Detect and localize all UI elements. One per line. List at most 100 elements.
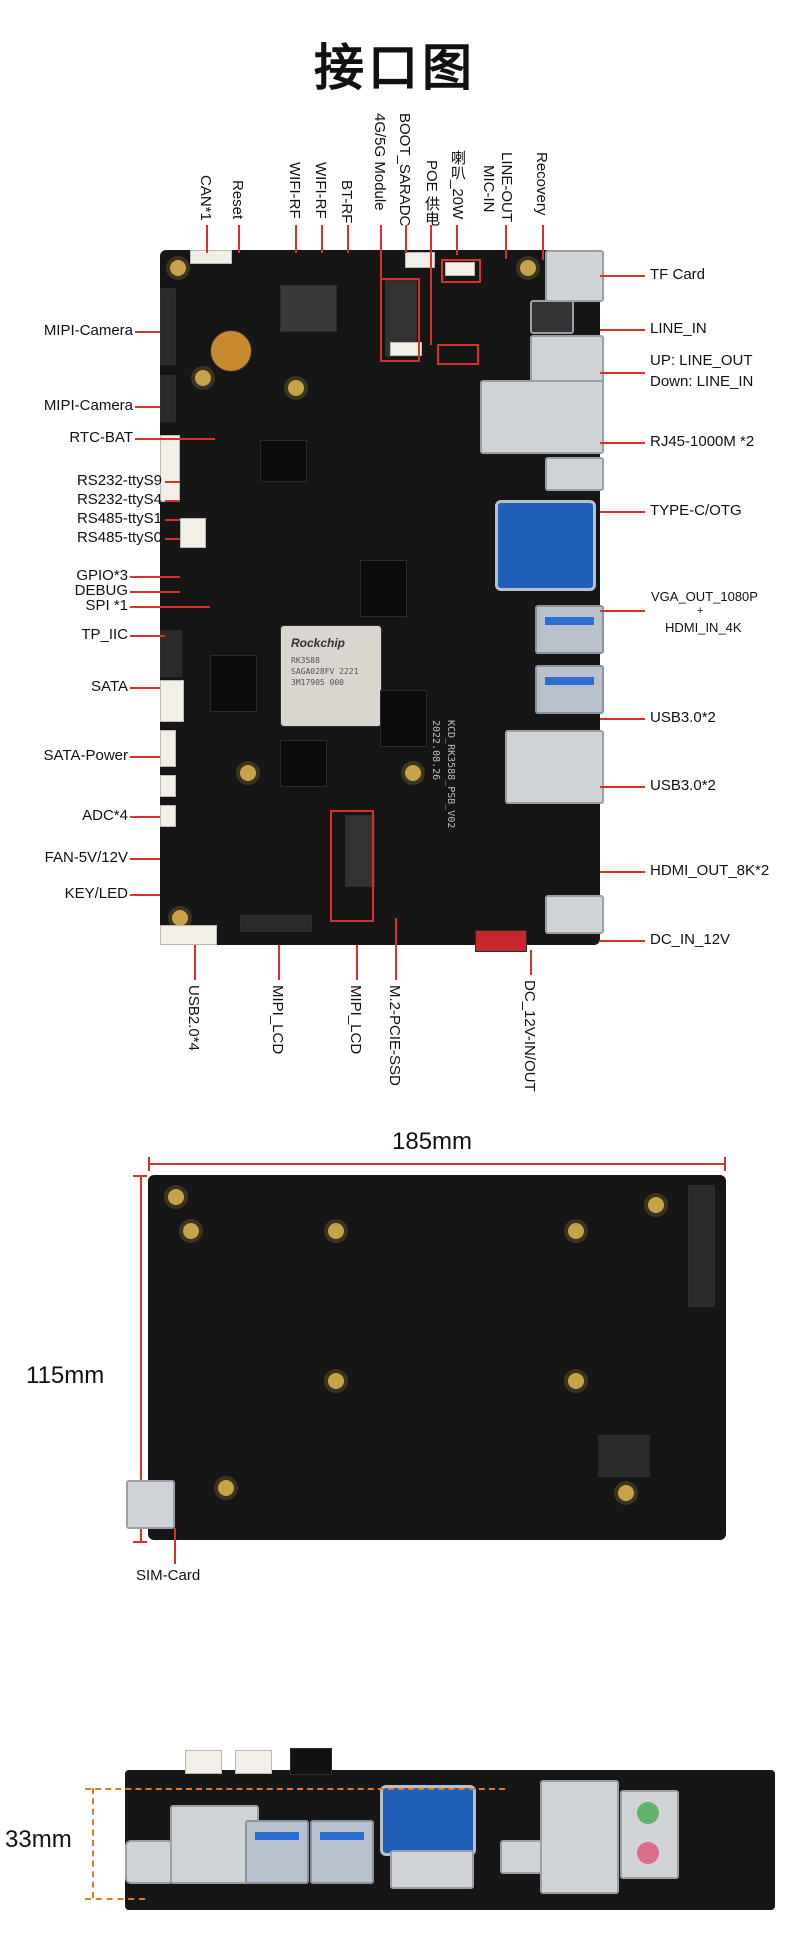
label-hdmi-out: HDMI_OUT_8K*2 [650,862,770,879]
mount-hole [240,765,256,781]
leader-line [165,500,180,502]
leader-line [165,481,180,483]
label-line-out-up: UP: LINE_OUT [650,352,753,369]
side-hdmi [170,1805,259,1884]
dim-width-line [148,1163,726,1165]
label-plus: + [697,605,704,617]
mount-hole [170,260,186,276]
leader-line [165,538,180,540]
serial-header [160,435,180,502]
label-wifi-rf-2: WIFI-RF [312,162,329,219]
label-4g-5g: 4G/5G Module [371,113,388,211]
highlight-4g-slot [380,278,420,362]
mipi-camera-connector [160,288,176,365]
soc-line1: SAGA028FV 2221 [291,667,359,676]
leader-line [600,511,645,513]
mount-hole [405,765,421,781]
dim-thickness-bottom [85,1898,145,1900]
leader-line [174,1528,176,1564]
audio-jack-green-icon [637,1802,659,1824]
leader-line [600,372,645,374]
label-boot-saradc: BOOT_SARADC [396,113,413,227]
key-header [160,805,176,827]
label-line-in: LINE_IN [650,320,707,337]
gpio-header [180,518,206,548]
leader-line [130,894,160,896]
label-vga-out: VGA_OUT_1080P [651,589,758,604]
dim-height-tick [133,1541,147,1543]
soc-brand: Rockchip [291,636,346,650]
label-debug: DEBUG [74,582,128,599]
label-type-c: TYPE-C/OTG [650,502,742,519]
mount-hole [218,1480,234,1496]
leader-line [600,871,645,873]
label-mipi-lcd-1: MIPI_LCD [269,985,286,1055]
leader-line [530,950,532,975]
mount-hole [195,370,211,386]
leader-line [600,718,645,720]
label-gpio: GPIO*3 [76,567,128,584]
mount-hole [168,1189,184,1205]
leader-line [194,945,196,980]
leader-line [135,438,215,440]
board-silk-text: KCD_RK3588_PSB_V02 [445,720,456,829]
m2-slot-ssd [345,815,375,887]
side-usb3 [245,1820,309,1884]
sata-power-connector [160,680,184,722]
label-sata-power: SATA-Power [43,747,128,764]
dim-thickness-top [85,1788,505,1790]
dim-width-tick [148,1157,150,1171]
dim-width-label: 185mm [392,1128,473,1155]
dc-12v-connector [475,930,527,952]
leader-line [321,225,323,253]
mipi-camera-connector [160,375,176,422]
label-rs232-s9: RS232-ttyS9 [76,472,162,489]
soc-line2: 3M17905 000 [291,678,344,687]
highlight-poe [437,344,479,365]
label-recovery: Recovery [533,152,550,216]
leader-line [542,225,544,260]
line-out-connector [445,262,475,276]
side-audio [620,1790,679,1879]
leader-line [238,225,240,253]
module-chip [280,285,337,332]
leader-line [380,225,382,278]
coin-battery [210,330,252,372]
leader-line [130,756,160,758]
leader-line [600,610,645,612]
side-header [185,1750,222,1774]
leader-line [430,225,432,345]
side-header [235,1750,272,1774]
audio-jack-pink-icon [637,1842,659,1864]
mount-hole [183,1223,199,1239]
dim-thickness-line [92,1788,94,1898]
dim-width-tick [724,1157,726,1171]
highlight-line-out [441,259,481,283]
side-rj45 [540,1780,619,1894]
ram-chip [280,740,327,787]
fan-header [160,775,176,797]
mipi-lcd-connector [240,915,312,932]
leader-line [165,519,180,521]
label-reset: Reset [229,180,246,220]
back-connector [598,1435,650,1477]
hdmi-port [505,730,604,804]
label-dc-12v: DC_12V-IN/OUT [521,980,538,1092]
label-rj45: RJ45-1000M *2 [650,433,755,450]
mount-hole [648,1197,664,1213]
label-mipi-lcd-2: MIPI_LCD [347,985,364,1055]
leader-line [135,406,160,408]
ram-chip [210,655,257,712]
mount-hole [568,1373,584,1389]
dim-thickness-label: 33mm [5,1826,72,1853]
label-spi: SPI *1 [85,597,128,614]
side-dc-jack [125,1840,174,1884]
label-adc: ADC*4 [82,807,128,824]
sim-card-slot [126,1480,175,1529]
mount-hole [288,380,304,396]
mount-hole [328,1223,344,1239]
audio-jack-stack [530,335,604,384]
sata-connector [160,630,182,677]
label-tf-card: TF Card [650,266,706,283]
speaker-connector [405,252,435,268]
